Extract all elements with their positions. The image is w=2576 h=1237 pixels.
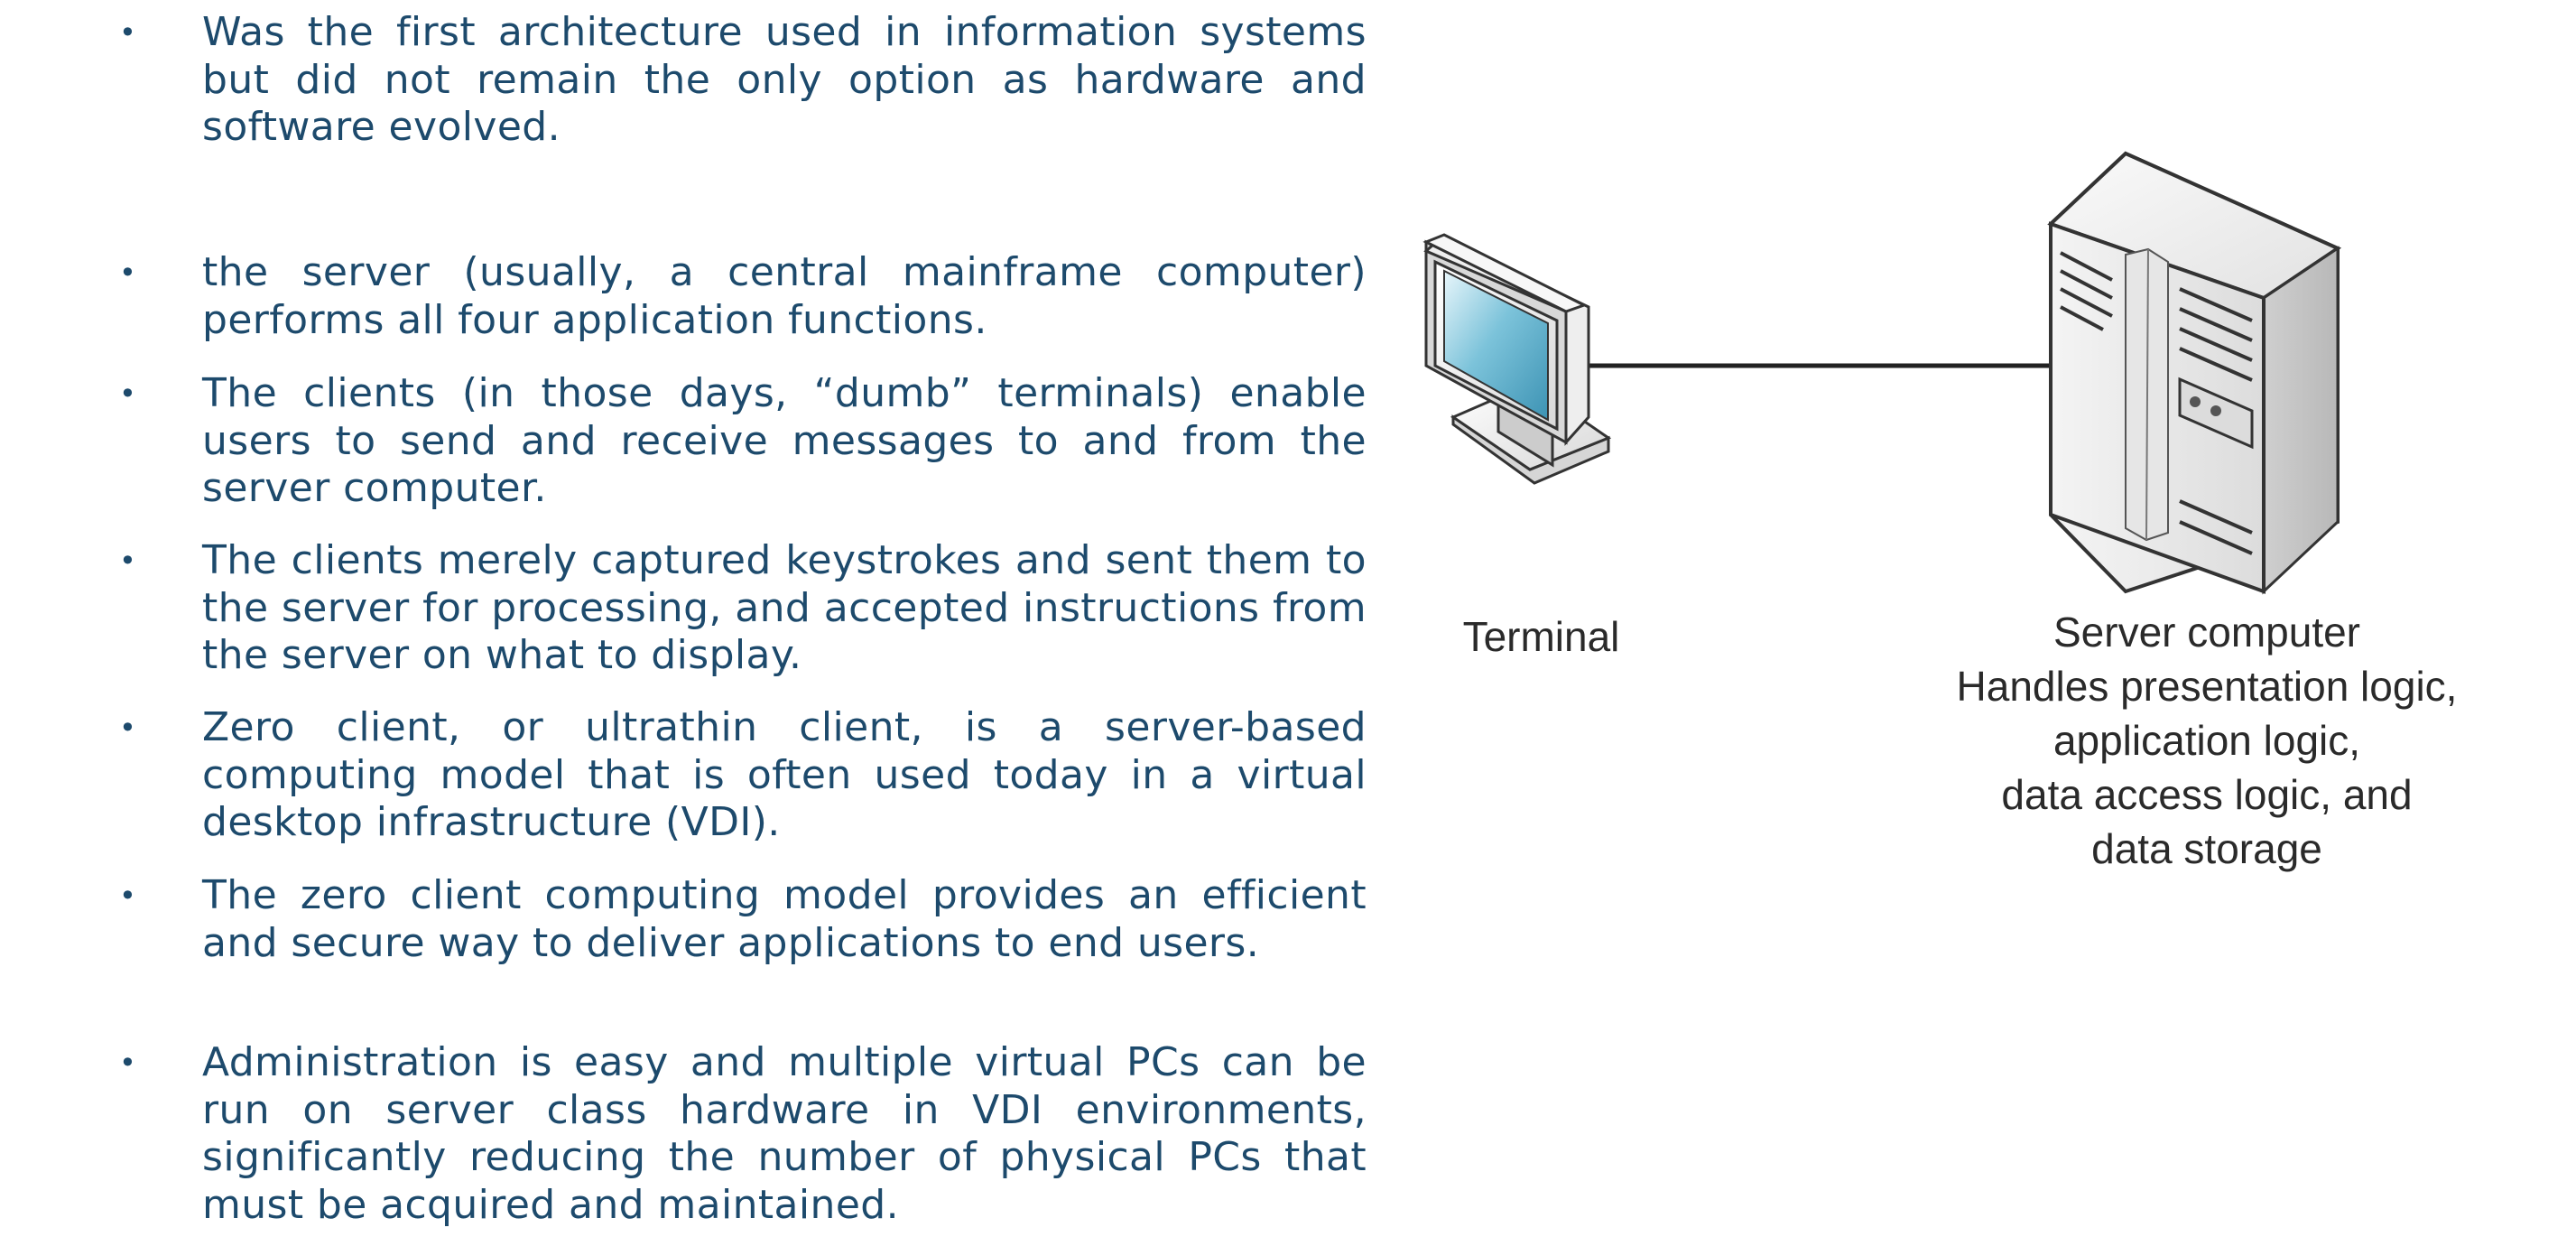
- bullet-text: The clients merely captured keystrokes a…: [202, 537, 1367, 678]
- bullet-glyph: •: [119, 1046, 136, 1080]
- server-label: Server computer: [2052, 609, 2360, 656]
- server-desc-line: Handles presentation logic,: [1956, 663, 2458, 710]
- bullet-glyph: •: [119, 879, 136, 913]
- bullet-text: Was the first architecture used in infor…: [202, 9, 1367, 150]
- server-desc-line: application logic,: [2052, 717, 2361, 764]
- bullet-text: Administration is easy and multiple virt…: [202, 1039, 1367, 1228]
- terminal-icon: [1422, 233, 1612, 485]
- bullet-glyph: •: [119, 711, 136, 745]
- bullet-glyph: •: [119, 377, 136, 411]
- client-server-diagram: Terminal Server computer Handles present…: [1408, 0, 2576, 1237]
- bullet-text: Zero client, or ultrathin client, is a s…: [202, 704, 1367, 845]
- bullet-text: the server (usually, a central mainframe…: [202, 249, 1367, 343]
- terminal-label: Terminal: [1462, 613, 1620, 660]
- bullet-list: • Was the first architecture used in inf…: [119, 9, 1367, 1228]
- server-desc-line: data storage: [2091, 825, 2322, 872]
- bullet-text: The zero client computing model provides…: [202, 872, 1367, 966]
- bullet-glyph: •: [119, 544, 136, 578]
- server-icon: [2047, 151, 2342, 595]
- bullet-text: The clients (in those days, “dumb” termi…: [202, 370, 1367, 511]
- bullet-glyph: •: [119, 256, 136, 290]
- server-desc-line: data access logic, and: [2001, 771, 2413, 818]
- bullet-glyph: •: [119, 15, 136, 50]
